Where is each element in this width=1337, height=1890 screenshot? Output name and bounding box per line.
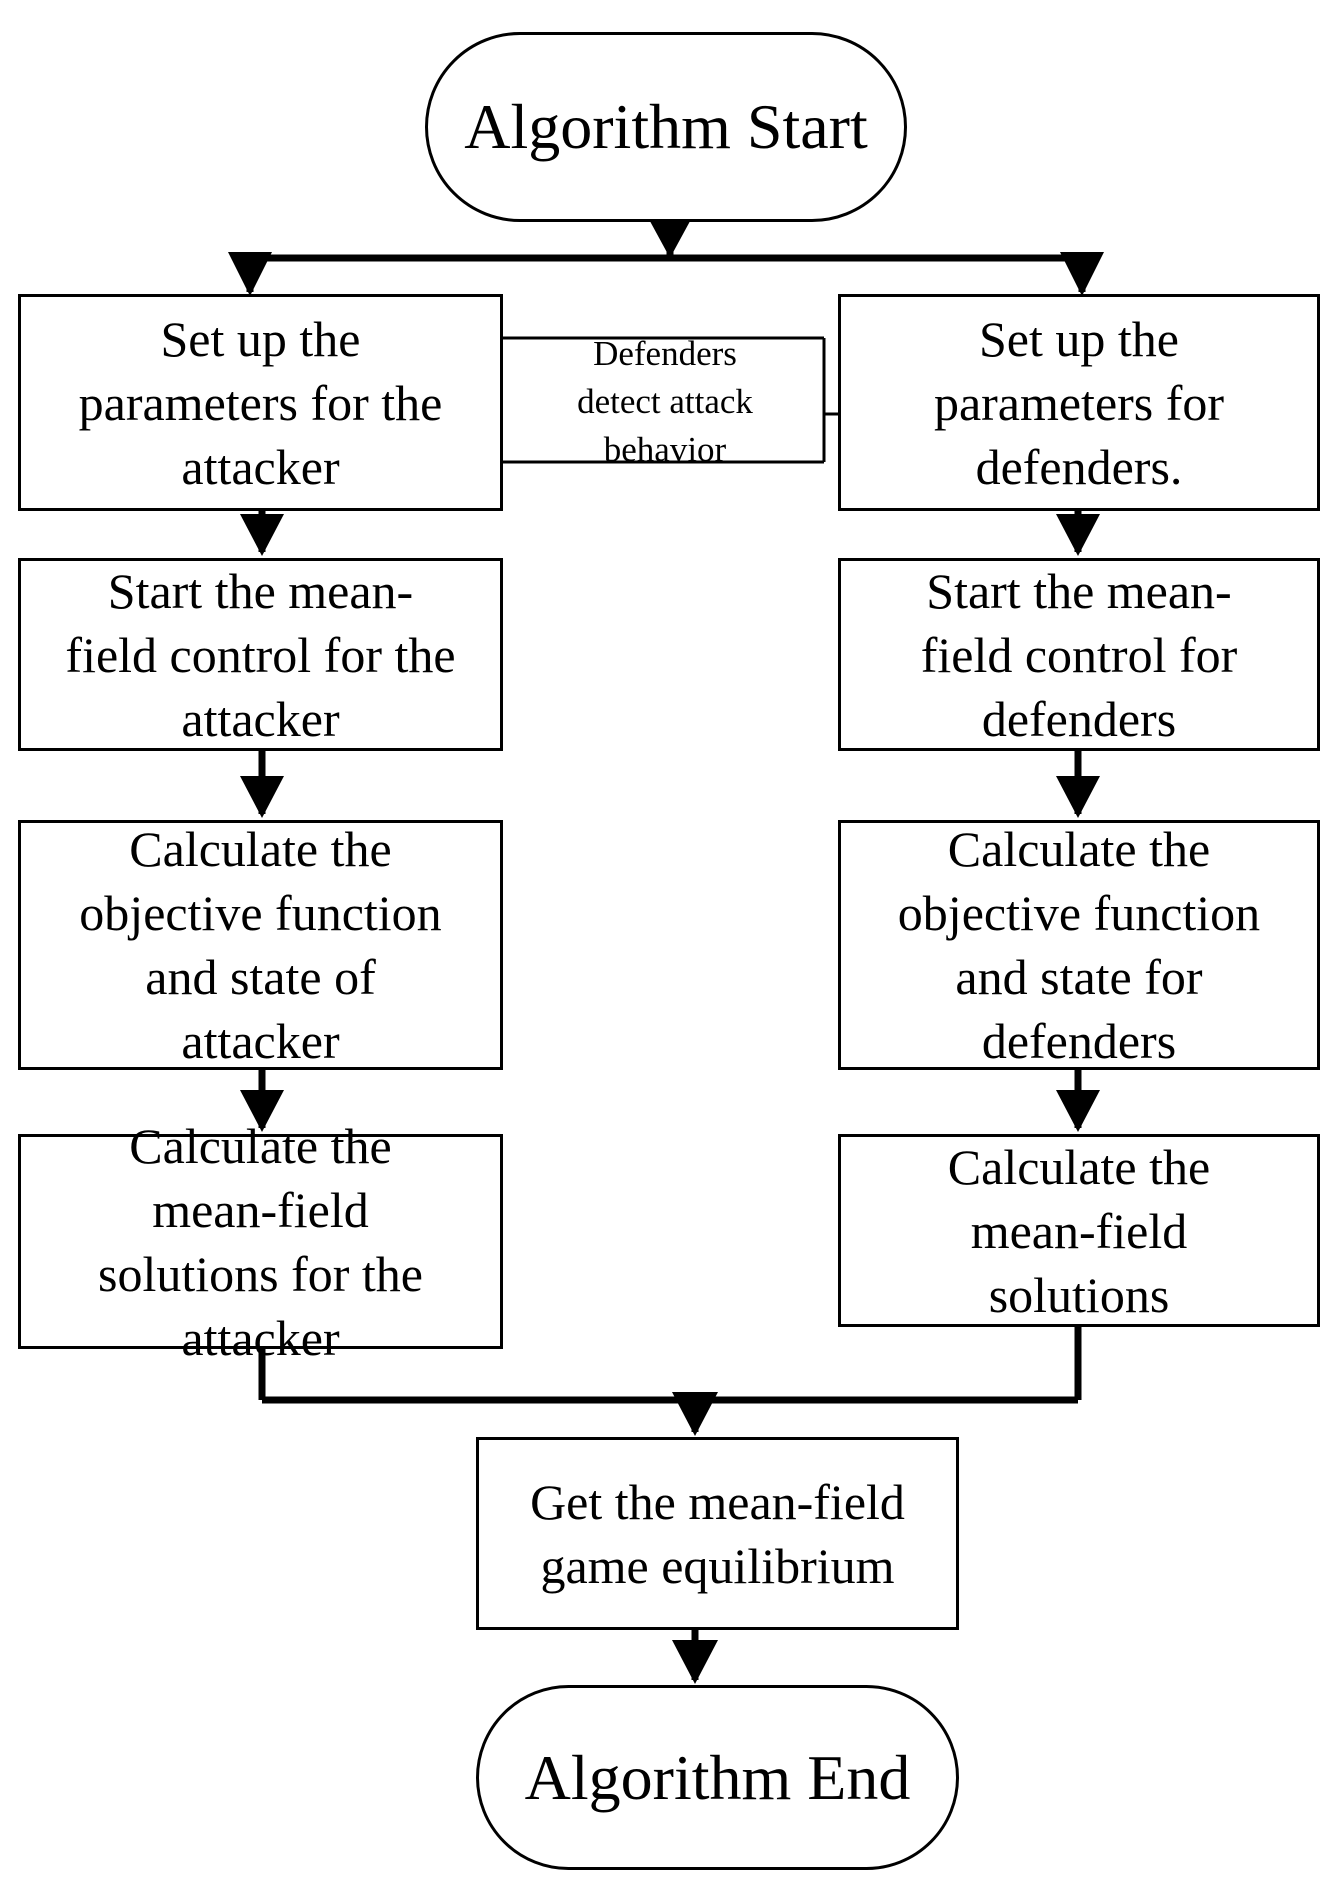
arrowhead [1060, 252, 1104, 296]
start-terminal: Algorithm Start [425, 32, 907, 222]
detect-link-lines [502, 336, 838, 464]
arrowhead [1056, 514, 1100, 556]
attacker-solution-box: Calculate the mean-field solutions for t… [18, 1118, 503, 1366]
end-label: Algorithm End [524, 1741, 911, 1813]
arrowhead [228, 252, 272, 296]
defender-parameters-box: Set up the parameters for defenders. [838, 294, 1320, 511]
arrowhead [672, 1392, 718, 1436]
arrowhead [240, 1090, 284, 1132]
attacker-objective-box: Calculate the objective function and sta… [18, 820, 503, 1070]
arrowhead [645, 212, 695, 258]
equilibrium-label: Get the mean-field game equilibrium [530, 1473, 905, 1594]
attacker-parameters-label: Set up the parameters for the attacker [78, 310, 443, 495]
arrowhead [1056, 1090, 1100, 1132]
attacker-parameters-box: Set up the parameters for the attacker [18, 294, 503, 511]
defender-objective-box: Calculate the objective function and sta… [838, 820, 1320, 1070]
defender-solution-box: Calculate the mean-field solutions [838, 1134, 1320, 1327]
defender-mean-field-control-label: Start the mean- field control for defend… [920, 562, 1238, 747]
attacker-mean-field-control-label: Start the mean- field control for the at… [65, 562, 456, 747]
arrowhead [240, 514, 284, 556]
equilibrium-box: Get the mean-field game equilibrium [476, 1437, 959, 1630]
defender-solution-label: Calculate the mean-field solutions [947, 1138, 1211, 1323]
end-terminal: Algorithm End [476, 1685, 959, 1870]
arrowhead [240, 776, 284, 818]
attacker-solution-label: Calculate the mean-field solutions for t… [98, 1117, 423, 1366]
defender-objective-label: Calculate the objective function and sta… [897, 821, 1261, 1069]
start-label: Algorithm Start [464, 91, 868, 162]
arrowhead [672, 1640, 718, 1684]
attacker-objective-label: Calculate the objective function and sta… [79, 821, 442, 1069]
detect-attack-label: Defenders detect attack behavior [577, 334, 753, 469]
arrowhead [1056, 776, 1100, 818]
attacker-mean-field-control-box: Start the mean- field control for the at… [18, 558, 503, 751]
defender-mean-field-control-box: Start the mean- field control for defend… [838, 558, 1320, 751]
defender-parameters-label: Set up the parameters for defenders. [933, 310, 1225, 495]
